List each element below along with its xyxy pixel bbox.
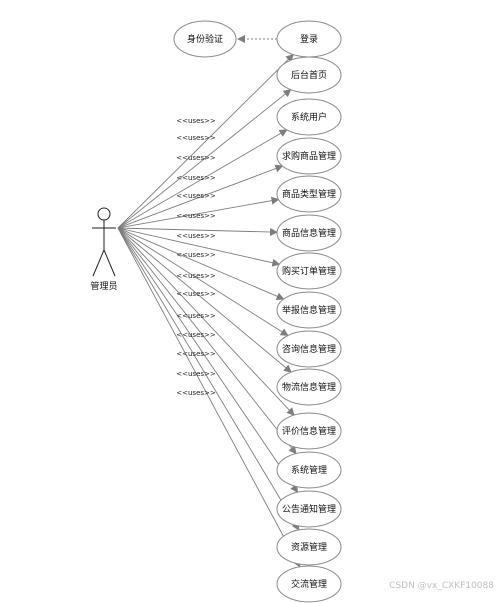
uses-stereotype-label: <<uses>>	[176, 350, 216, 358]
actor-label: 管理员	[90, 280, 117, 292]
use-case-ellipse	[276, 56, 342, 94]
association-line	[117, 227, 278, 237]
use-case-ellipse	[276, 214, 342, 252]
association-line	[117, 164, 284, 229]
association-line	[117, 227, 301, 568]
uses-stereotype-label: <<uses>>	[176, 389, 216, 397]
uses-stereotype-label: <<uses>>	[176, 174, 216, 182]
use-case-label: 交流管理	[291, 578, 327, 590]
association-line	[117, 227, 285, 301]
use-case-label: 身份验证	[187, 33, 223, 45]
uses-stereotype-label: <<uses>>	[176, 192, 216, 200]
actor-admin[interactable]: 管理员	[90, 207, 118, 292]
use-case-label: 公告通知管理	[282, 503, 336, 515]
use-case-label: 物流信息管理	[282, 381, 336, 393]
use-case-ellipse	[276, 252, 342, 290]
use-case-ellipse	[276, 368, 342, 406]
association-line	[117, 196, 280, 229]
use-case-6[interactable]: 商品信息管理	[276, 214, 342, 252]
association-line	[117, 227, 297, 455]
use-case-7[interactable]: 购买订单管理	[276, 252, 342, 290]
association-lines	[117, 53, 301, 568]
use-case-2[interactable]: 后台首页	[276, 56, 342, 94]
use-case-ellipse	[276, 412, 342, 450]
use-case-3[interactable]: 系统用户	[276, 98, 342, 136]
use-case-9[interactable]: 咨询信息管理	[276, 330, 342, 368]
use-case-ellipse	[276, 175, 342, 213]
uses-stereotype-label: <<uses>>	[176, 117, 216, 125]
association-line	[117, 227, 300, 531]
association-line	[117, 227, 292, 373]
uses-stereotype-label: <<uses>>	[176, 272, 216, 280]
association-line	[117, 227, 299, 494]
uses-stereotype-label: <<uses>>	[176, 370, 216, 378]
watermark: CSDN @vx_CXKF10088	[389, 581, 494, 591]
association-line	[117, 227, 295, 416]
actor-left-leg	[92, 249, 105, 277]
use-case-1[interactable]: 登录	[276, 20, 342, 58]
use-case-5[interactable]: 商品类型管理	[276, 175, 342, 213]
use-case-8[interactable]: 举报信息管理	[276, 291, 342, 329]
use-case-12[interactable]: 系统管理	[276, 451, 342, 489]
use-case-label: 资源管理	[291, 541, 327, 553]
uses-stereotype-label: <<uses>>	[176, 290, 216, 298]
uses-stereotype-label: <<uses>>	[176, 251, 216, 259]
use-case-13[interactable]: 公告通知管理	[276, 490, 342, 528]
use-case-label: 登录	[300, 34, 318, 45]
use-case-10[interactable]: 物流信息管理	[276, 368, 342, 406]
actor-right-leg	[103, 249, 116, 277]
actor-head	[97, 207, 111, 221]
association-line	[117, 89, 292, 229]
uses-stereotype-label: <<uses>>	[176, 331, 216, 339]
use-case-15[interactable]: 交流管理	[276, 565, 342, 603]
use-case-ellipse	[276, 98, 342, 136]
use-case-label: 后台首页	[291, 69, 327, 81]
use-case-ellipse	[276, 451, 342, 489]
use-case-14[interactable]: 资源管理	[276, 528, 342, 566]
use-case-label: 评价信息管理	[282, 425, 336, 437]
use-case-label: 商品类型管理	[282, 188, 336, 200]
use-case-ellipse	[276, 291, 342, 329]
use-case-identity-verification[interactable]: 身份验证	[173, 20, 237, 58]
use-case-4[interactable]: 求购商品管理	[276, 137, 342, 175]
use-cases: 登录后台首页系统用户求购商品管理商品类型管理商品信息管理购买订单管理举报信息管理…	[276, 20, 342, 603]
association-line	[117, 129, 288, 229]
uses-labels: <<uses>> <<uses>> <<uses>> <<uses>> <<uses>>…	[176, 117, 216, 397]
use-case-ellipse	[276, 490, 342, 528]
use-case-11[interactable]: 评价信息管理	[276, 412, 342, 450]
use-case-label: 购买订单管理	[282, 265, 336, 277]
use-case-ellipse	[276, 528, 342, 566]
uses-stereotype-label: <<uses>>	[176, 134, 216, 142]
uses-stereotype-label: <<uses>>	[176, 312, 216, 320]
association-line	[117, 53, 294, 229]
use-case-ellipse	[276, 565, 342, 603]
use-case-ellipse	[276, 330, 342, 368]
use-case-label: 举报信息管理	[282, 304, 336, 316]
use-case-label: 系统管理	[291, 464, 327, 476]
use-case-label: 系统用户	[291, 111, 327, 123]
use-case-label: 商品信息管理	[282, 227, 336, 239]
use-case-ellipse	[276, 137, 342, 175]
uses-stereotype-label: <<uses>>	[176, 154, 216, 162]
use-case-label: 咨询信息管理	[282, 343, 336, 355]
association-line	[117, 227, 289, 337]
uses-stereotype-label: <<uses>>	[176, 232, 216, 240]
use-case-label: 求购商品管理	[282, 150, 336, 162]
use-case-ellipse	[173, 20, 237, 58]
uses-stereotype-label: <<uses>>	[176, 212, 216, 220]
association-line	[117, 227, 281, 267]
